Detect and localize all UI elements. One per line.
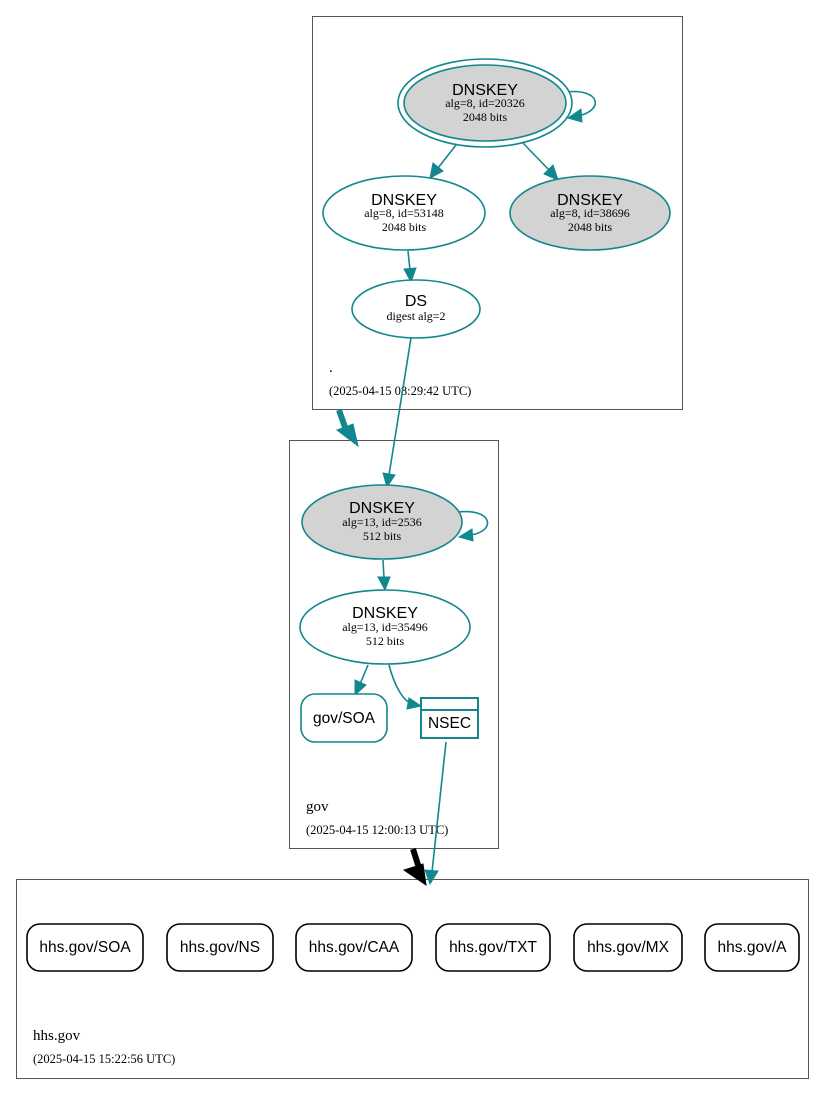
ds-node-gov[interactable]: DS digest alg=2 (351, 279, 481, 339)
delegation-gov-to-hhs (410, 848, 422, 869)
zone-root-timestamp: (2025-04-15 08:29:42 UTC) (329, 384, 471, 398)
zone-root-cluster (312, 16, 683, 410)
edge-zsk1-to-ds (407, 250, 411, 271)
node-id: alg=8, id=38696 (550, 206, 630, 220)
node-type: DNSKEY (352, 605, 418, 622)
dnskey-node-gov-zsk[interactable]: DNSKEY alg=13, id=35496 512 bits (299, 589, 471, 665)
rrset-node-hhs-soa[interactable]: hhs.gov/SOA (26, 923, 144, 972)
edge-ds-to-gov-ksk (388, 337, 412, 476)
rrset-node-hhs-caa[interactable]: hhs.gov/CAA (295, 923, 413, 972)
zone-gov-timestamp: (2025-04-15 12:00:13 UTC) (306, 823, 448, 837)
zone-hhs-timestamp: (2025-04-15 15:22:56 UTC) (33, 1052, 175, 1066)
edge-root-ksk-self (565, 90, 597, 117)
node-bits: 2048 bits (568, 220, 613, 234)
zone-gov-name: gov (306, 799, 329, 815)
rrset-label: hhs.gov/MX (587, 939, 670, 956)
dnskey-node-root-ksk[interactable]: DNSKEY alg=8, id=20326 2048 bits (397, 58, 573, 148)
arrowhead (566, 108, 583, 123)
edge-root-ksk-to-zsk1 (437, 144, 457, 169)
arrowhead (377, 576, 391, 592)
node-id: alg=13, id=2536 (342, 515, 422, 529)
rrset-label: hhs.gov/CAA (309, 939, 400, 956)
dnskey-node-gov-ksk[interactable]: DNSKEY alg=13, id=2536 512 bits (301, 484, 463, 560)
arrowhead (382, 472, 396, 489)
node-id: alg=13, id=35496 (342, 620, 428, 634)
dnskey-node-root-zsk2[interactable]: DNSKEY alg=8, id=38696 2048 bits (509, 175, 671, 251)
node-type: DNSKEY (452, 82, 518, 99)
edge-nsec-to-hhs (431, 741, 447, 873)
edge-root-ksk-to-zsk2 (521, 141, 550, 171)
zone-hhs-cluster (16, 879, 809, 1079)
delegation-arrowhead (335, 423, 359, 448)
zone-root-name: . (329, 360, 333, 376)
nsec-node-gov[interactable]: NSEC (420, 697, 479, 739)
rrset-label: gov/SOA (313, 710, 376, 727)
rrset-node-hhs-ns[interactable]: hhs.gov/NS (166, 923, 274, 972)
node-bits: 2048 bits (463, 110, 508, 124)
edge-gov-ksk-self (457, 510, 489, 536)
rrset-node-hhs-a[interactable]: hhs.gov/A (704, 923, 800, 972)
arrowhead (403, 267, 417, 284)
rrset-node-hhs-txt[interactable]: hhs.gov/TXT (435, 923, 551, 972)
node-bits: 2048 bits (382, 220, 427, 234)
rrset-node-gov-soa[interactable]: gov/SOA (300, 693, 388, 743)
rrset-node-hhs-mx[interactable]: hhs.gov/MX (573, 923, 683, 972)
edge-gov-ksk-to-zsk (382, 559, 385, 579)
nsec-label: NSEC (428, 715, 471, 732)
node-bits: 512 bits (363, 529, 402, 543)
node-digest: digest alg=2 (386, 309, 445, 323)
arrowhead (543, 164, 559, 181)
arrowhead (406, 697, 423, 710)
zone-hhs-name: hhs.gov (33, 1028, 81, 1044)
node-bits: 512 bits (366, 634, 405, 648)
rrset-label: hhs.gov/A (718, 939, 788, 956)
edge-gov-zsk-to-soa (359, 664, 369, 685)
arrowhead (457, 528, 474, 542)
delegation-arrowhead (402, 863, 427, 887)
arrowhead (424, 869, 439, 886)
arrowhead (354, 679, 367, 697)
rrset-label: hhs.gov/NS (180, 939, 260, 956)
rrset-label: hhs.gov/SOA (39, 939, 131, 956)
arrowhead (429, 162, 444, 179)
dnskey-node-root-zsk1[interactable]: DNSKEY alg=8, id=53148 2048 bits (322, 175, 486, 251)
node-id: alg=8, id=53148 (364, 206, 444, 220)
node-type: DNSKEY (371, 192, 437, 209)
node-type: DNSKEY (349, 500, 415, 517)
node-type: DS (405, 293, 427, 310)
node-id: alg=8, id=20326 (445, 96, 525, 110)
rrset-label: hhs.gov/TXT (449, 939, 537, 956)
node-type: DNSKEY (557, 192, 623, 209)
